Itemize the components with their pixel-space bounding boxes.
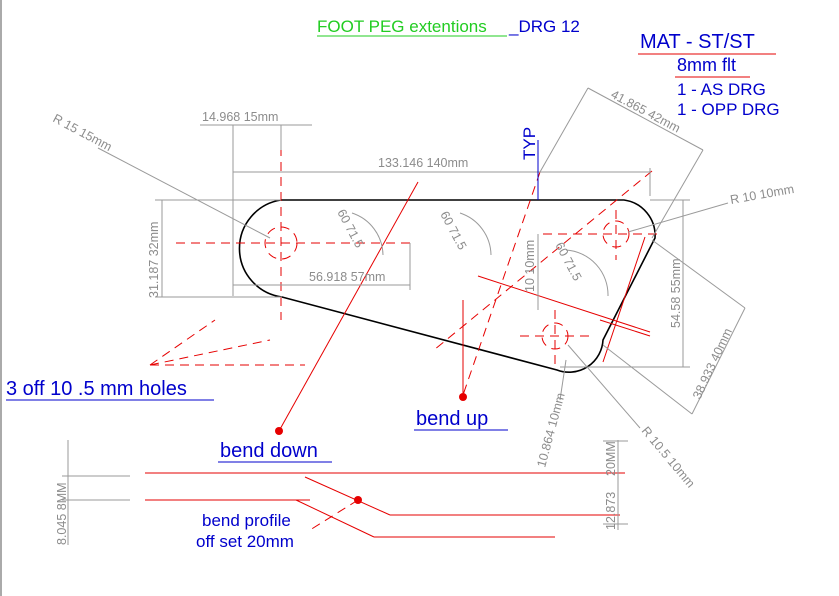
angle-arc-2 — [459, 212, 492, 256]
dim-diag-right-ext-2 — [602, 344, 693, 415]
bend-up-label: bend up — [416, 408, 488, 430]
radius-right-bottom: R 10.5 10mm — [639, 424, 698, 490]
dim-diag-right-ext-1 — [651, 239, 746, 309]
holes-leader-2 — [149, 339, 271, 366]
dim-diag-top-ext-1 — [539, 87, 589, 173]
quantity-opposite: 1 - OPP DRG — [677, 100, 780, 119]
dim-hole: 10 10mm — [523, 240, 537, 292]
part-outline — [238, 199, 656, 373]
profile-left-dim: 8.045 8MM — [55, 482, 69, 545]
bend-dimension-pointer — [602, 236, 646, 363]
bend-down-line — [278, 181, 419, 432]
dim-hole-spacing: 56.918 57mm — [309, 270, 385, 284]
quantity-as-drawn: 1 - AS DRG — [677, 80, 766, 99]
bend-profile-offset: off set 20mm — [196, 532, 294, 551]
bend-down-marker — [275, 427, 283, 435]
title-part: FOOT PEG extentions — [317, 17, 487, 36]
dim-diag-right: 38.933 40mm — [690, 326, 735, 401]
profile-right-bottom-dim: 12.873 — [604, 492, 618, 530]
dim-right-height: 54.58 55mm — [669, 259, 683, 328]
radius-right-top: R 10 10mm — [729, 182, 795, 207]
profile-right-top-dim: 20MM — [604, 441, 618, 476]
bend-profile-label: bend profile — [202, 511, 291, 530]
dim-left-height: 31.187 32mm — [147, 222, 161, 298]
profile-bend-b — [295, 499, 375, 538]
angle-label-1: 60 71.5 — [334, 207, 366, 250]
dim-diag-top: 41.865 42mm — [609, 87, 683, 135]
material-spec: MAT - ST/ST — [640, 31, 755, 53]
angle-label-3: 60 71.5 — [552, 240, 584, 283]
title-drawing: _DRG 12 — [508, 17, 580, 36]
leader-bend-offset — [559, 359, 567, 401]
bend-offset: 10.864 10mm — [534, 391, 567, 468]
leader-radius-right-top — [627, 202, 729, 233]
radius-left: R 15 15mm — [51, 111, 115, 154]
material-thickness: 8mm flt — [677, 55, 736, 75]
dim-diag-right-line — [691, 307, 746, 415]
holes-note: 3 off 10 .5 mm holes — [6, 378, 187, 400]
dim-diag-top-ext-2 — [651, 149, 704, 239]
bend-dimension-tick — [599, 319, 651, 337]
angle-arc-3 — [565, 249, 609, 297]
leader-radius-right-bottom — [567, 344, 641, 429]
bend-dimension-line — [477, 275, 651, 333]
angle-label-2: 60 71.5 — [437, 209, 469, 252]
dim-left-offset: 14.968 15mm — [202, 110, 278, 124]
profile-marker-leader — [309, 499, 359, 531]
bend-down-label: bend down — [220, 440, 318, 462]
dim-overall-length: 133.146 140mm — [378, 156, 468, 170]
bend-up-line-2 — [462, 171, 541, 396]
typ-label: TYP — [520, 127, 539, 160]
bend-up-line — [433, 170, 653, 351]
holes-leader-1 — [149, 319, 216, 366]
profile-bend-a — [304, 476, 391, 516]
angle-arc-1 — [351, 212, 384, 256]
dim-diag-top-line — [587, 87, 704, 151]
leader-radius-left — [97, 147, 271, 239]
